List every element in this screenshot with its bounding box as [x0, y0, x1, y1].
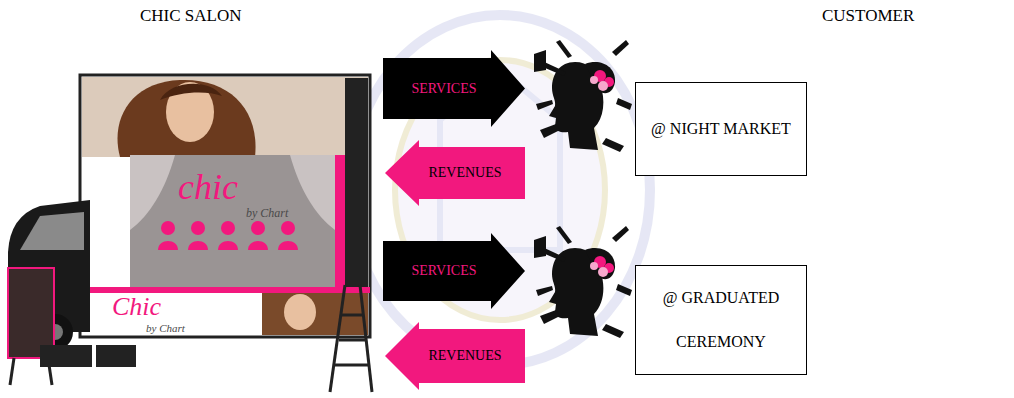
- text-holder: SERVICES: [383, 233, 525, 309]
- node-text: @ NIGHT MARKET: [651, 118, 791, 140]
- revenue-arrow: REVENUES: [385, 140, 525, 206]
- service-arrow: SERVICES: [383, 50, 525, 127]
- text-holder: @ GRADUATED CEREMONY: [636, 266, 806, 374]
- revenue-arrow: REVENUES: [385, 322, 525, 390]
- brand-logo: chic: [178, 166, 238, 208]
- customer-box: @ NIGHT MARKET: [635, 82, 807, 176]
- text-holder: REVENUES: [385, 322, 525, 390]
- arrow-shape: [385, 322, 525, 390]
- brand-byline: by Chart: [146, 322, 185, 334]
- node-text: SERVICES: [411, 262, 476, 280]
- arrow-shape: [383, 233, 525, 309]
- text-holder: @ NIGHT MARKET: [636, 83, 806, 175]
- arrow-shape: [385, 140, 525, 206]
- brand-byline: by Chart: [246, 206, 288, 221]
- salon-truck: [8, 75, 372, 392]
- service-arrow: SERVICES: [383, 233, 525, 309]
- customer-box: @ GRADUATED CEREMONY: [635, 265, 807, 375]
- node-text: REVENUES: [428, 347, 501, 365]
- node-text: @ GRADUATED CEREMONY: [642, 276, 800, 364]
- text-holder: REVENUES: [385, 140, 525, 206]
- node-text: SERVICES: [411, 80, 476, 98]
- arrow-shape: [383, 50, 525, 127]
- brand-logo: Chic: [112, 292, 161, 322]
- watermark: [350, 15, 650, 365]
- section-heading: CUSTOMER: [822, 6, 914, 26]
- node-text: REVENUES: [428, 164, 501, 182]
- section-heading: CHIC SALON: [140, 6, 242, 26]
- text-holder: SERVICES: [383, 50, 525, 127]
- customer-illustration: [534, 40, 632, 338]
